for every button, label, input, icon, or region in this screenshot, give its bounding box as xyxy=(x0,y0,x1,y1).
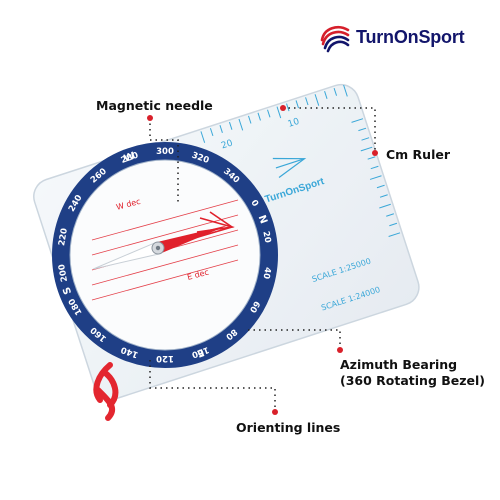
callout-leaders xyxy=(149,107,376,412)
bezel-letter: N xyxy=(256,214,269,226)
bezel-number: 120 xyxy=(156,353,174,363)
lanyard-icon xyxy=(93,362,119,421)
azimuth-line-1: Azimuth Bearing xyxy=(340,357,458,372)
magnetic-needle-label: Magnetic needle xyxy=(96,98,213,113)
brand-name: TurnOnSport xyxy=(356,26,465,47)
cm-ruler xyxy=(200,84,348,143)
bezel-letter: E xyxy=(195,346,205,359)
orienting-lines-label: Orienting lines xyxy=(236,420,341,435)
direction-arrow-icon xyxy=(272,157,307,178)
brand-logo: TurnOnSport xyxy=(318,20,465,54)
bezel-number: 40 xyxy=(260,266,272,279)
bezel-number: 0 xyxy=(248,198,260,208)
azimuth-bearing-label: Azimuth Bearing (360 Rotating Bezel) xyxy=(340,357,485,389)
bezel-letter: S xyxy=(61,285,74,296)
bezel-letter: W xyxy=(123,151,137,165)
cm-ruler-label: Cm Ruler xyxy=(386,147,451,162)
ruler-number: 20 xyxy=(220,138,234,151)
bezel-number: 20 xyxy=(260,230,272,243)
magnetic-needle-icon xyxy=(93,225,229,270)
bezel-number: 200 xyxy=(57,263,70,282)
turnonsport-logo-icon xyxy=(320,26,350,53)
bezel-number: 220 xyxy=(57,227,70,246)
callout-dots xyxy=(147,105,378,415)
ruler-number: 10 xyxy=(287,117,301,130)
bezel-number: 300 xyxy=(156,147,174,157)
azimuth-line-2: (360 Rotating Bezel) xyxy=(340,373,485,388)
